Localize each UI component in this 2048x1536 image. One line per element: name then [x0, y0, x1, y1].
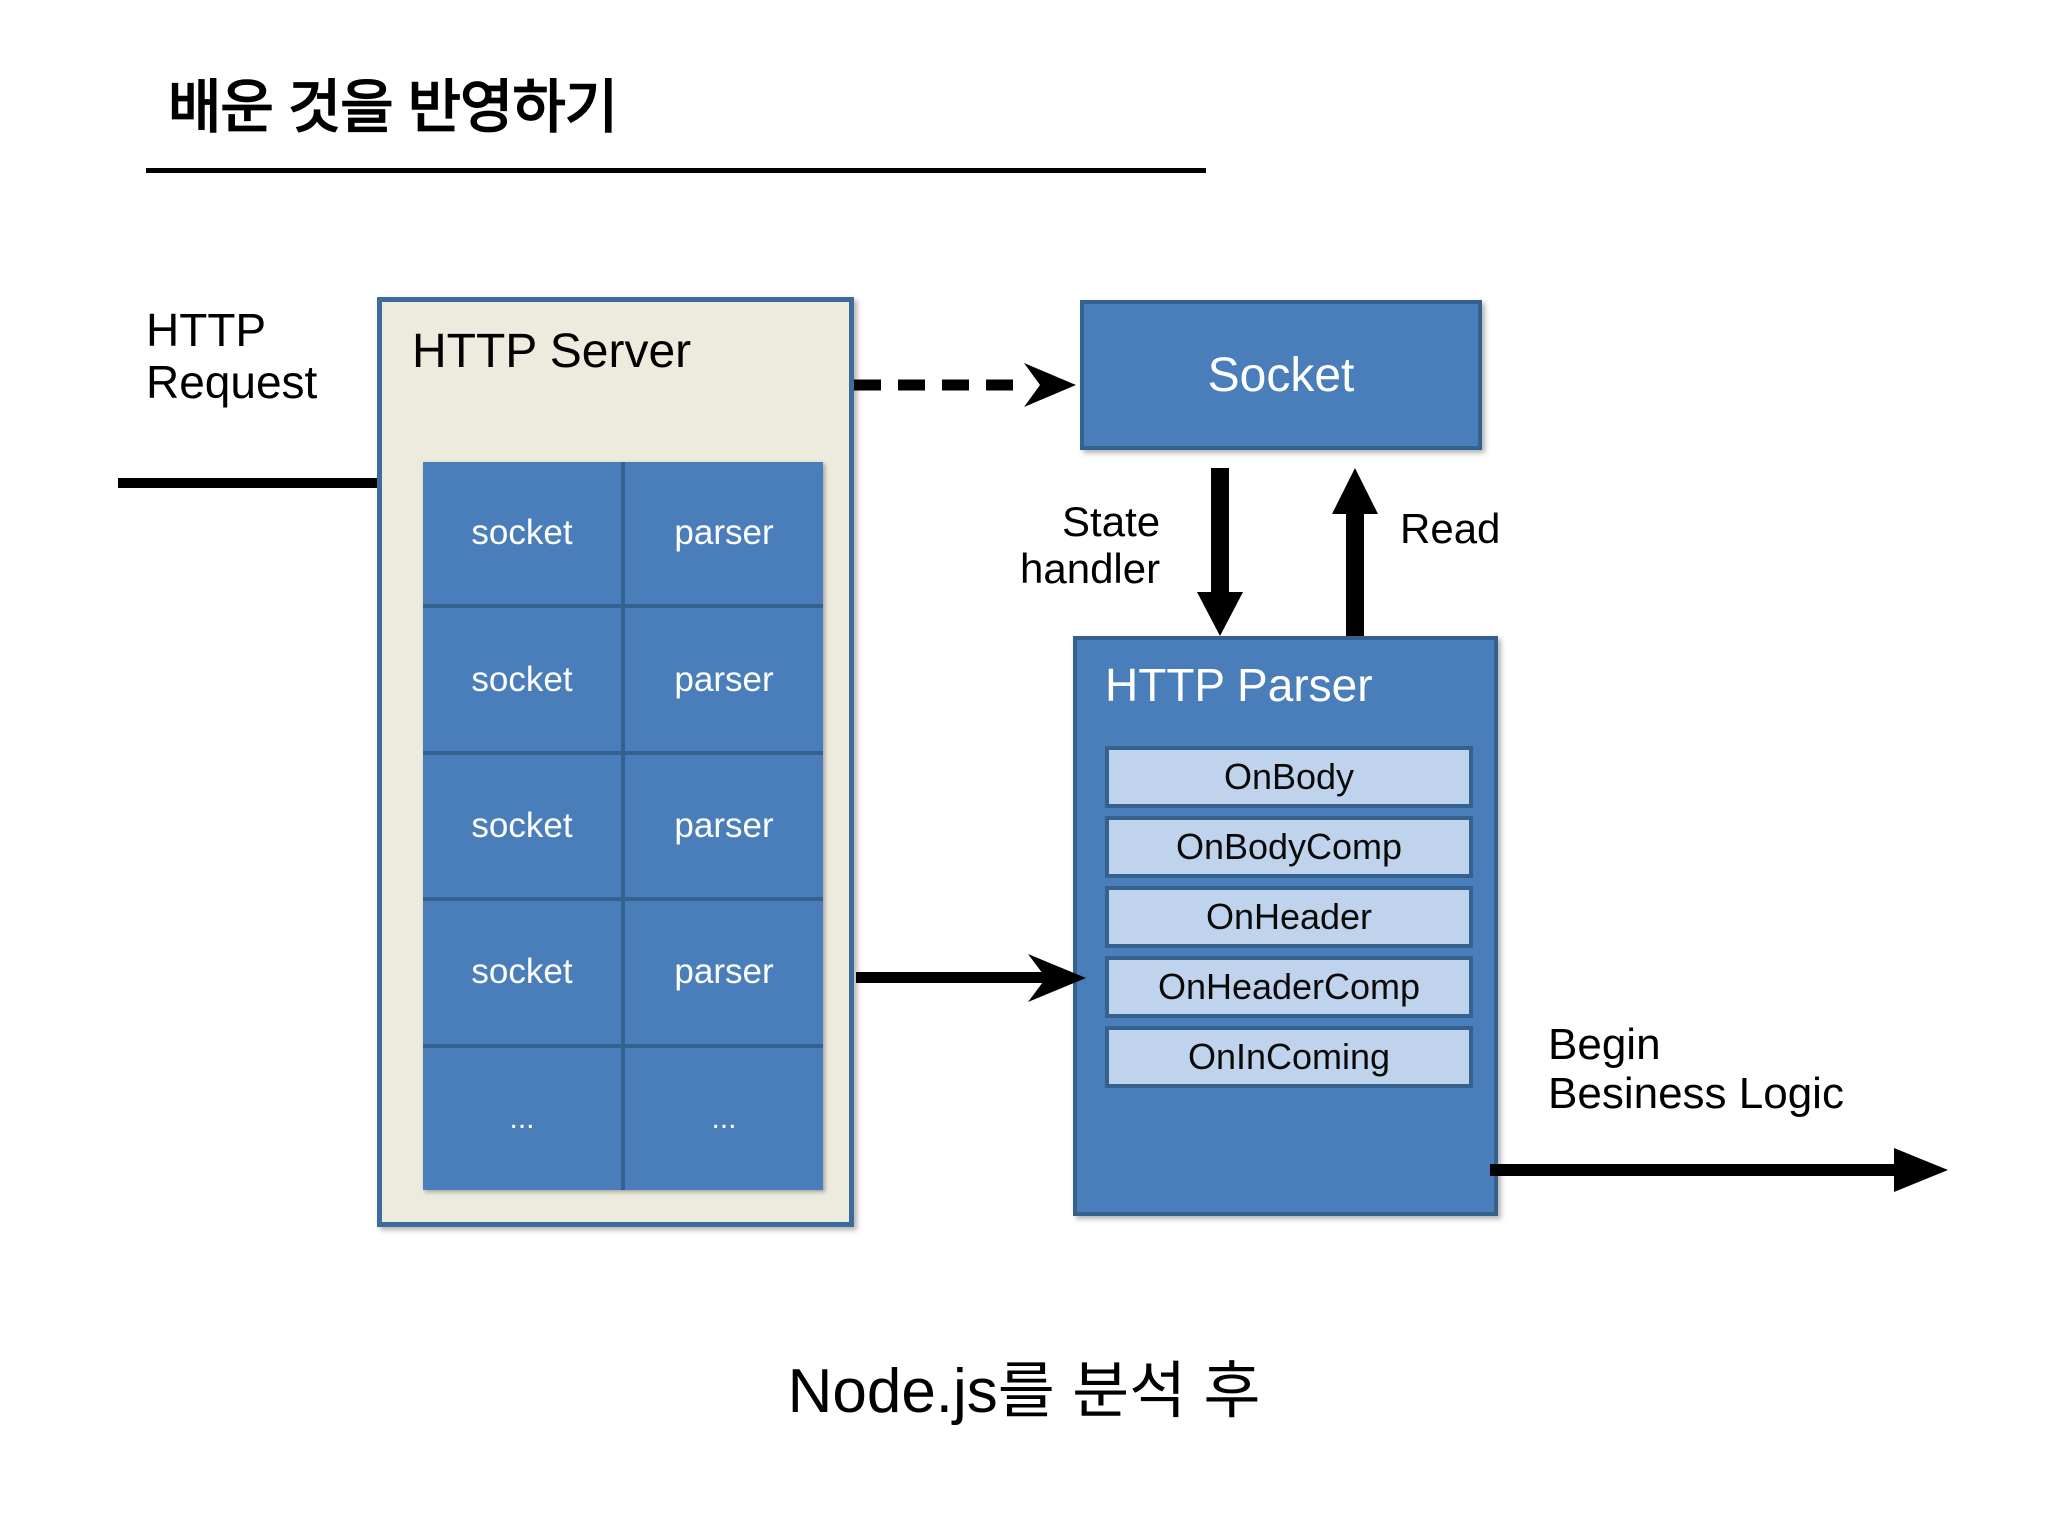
http-server-title: HTTP Server: [412, 325, 692, 378]
http-request-line-1: HTTP: [146, 304, 267, 356]
grid-cell-socket: socket: [423, 901, 621, 1044]
http-request-line-2: Request: [146, 355, 318, 408]
inbound-request-line: [118, 478, 380, 488]
begin-logic-line-1: Begin: [1548, 1020, 1661, 1069]
socket-parser-grid: socket parser socket parser socket parse…: [423, 462, 823, 1190]
state-handler-line-1: State: [1062, 498, 1161, 545]
callback-onheader: OnHeader: [1105, 886, 1473, 948]
arrow-down-icon: [1197, 468, 1243, 636]
page-title: 배운 것을 반영하기: [168, 75, 618, 140]
read-label: Read: [1400, 505, 1501, 552]
callback-onheadercomp: OnHeaderComp: [1105, 956, 1473, 1018]
grid-cell-socket-ellipsis: ...: [423, 1047, 621, 1190]
bottom-caption: Node.js를 분석 후: [787, 1357, 1261, 1426]
grid-cell-socket: socket: [423, 608, 621, 751]
state-handler-line-2: handler: [1020, 545, 1161, 593]
arrow-right-outbound-icon: [1490, 1148, 1948, 1192]
callback-onbodycomp: OnBodyComp: [1105, 816, 1473, 878]
grid-cell-socket: socket: [423, 462, 621, 605]
grid-cell-parser: parser: [625, 608, 823, 751]
begin-logic-line-2: Besiness Logic: [1548, 1069, 1844, 1119]
grid-cell-parser-ellipsis: ...: [625, 1047, 823, 1190]
http-parser-title: HTTP Parser: [1105, 659, 1373, 711]
http-server-box: HTTP Server socket parser socket parser …: [377, 297, 854, 1227]
title-divider: [146, 168, 1206, 173]
grid-cell-socket: socket: [423, 754, 621, 898]
callback-onincoming: OnInComing: [1105, 1026, 1473, 1088]
socket-box: Socket: [1080, 300, 1482, 450]
parser-callback-list: OnBody OnBodyComp OnHeader OnHeaderComp …: [1105, 746, 1473, 1096]
http-request-label: HTTP Request: [146, 304, 318, 408]
grid-cell-parser: parser: [625, 901, 823, 1044]
callback-onbody: OnBody: [1105, 746, 1473, 808]
dashed-arrow-right-icon: [854, 363, 1076, 407]
arrow-up-icon: [1332, 468, 1378, 638]
http-parser-box: HTTP Parser OnBody OnBodyComp OnHeader O…: [1073, 636, 1498, 1216]
arrow-right-icon: [856, 954, 1086, 1002]
grid-cell-parser: parser: [625, 754, 823, 898]
begin-business-logic-label: Begin Besiness Logic: [1548, 1020, 1844, 1119]
grid-cell-parser: parser: [625, 462, 823, 605]
socket-label: Socket: [1207, 348, 1355, 402]
state-handler-label: State handler: [1020, 498, 1160, 592]
